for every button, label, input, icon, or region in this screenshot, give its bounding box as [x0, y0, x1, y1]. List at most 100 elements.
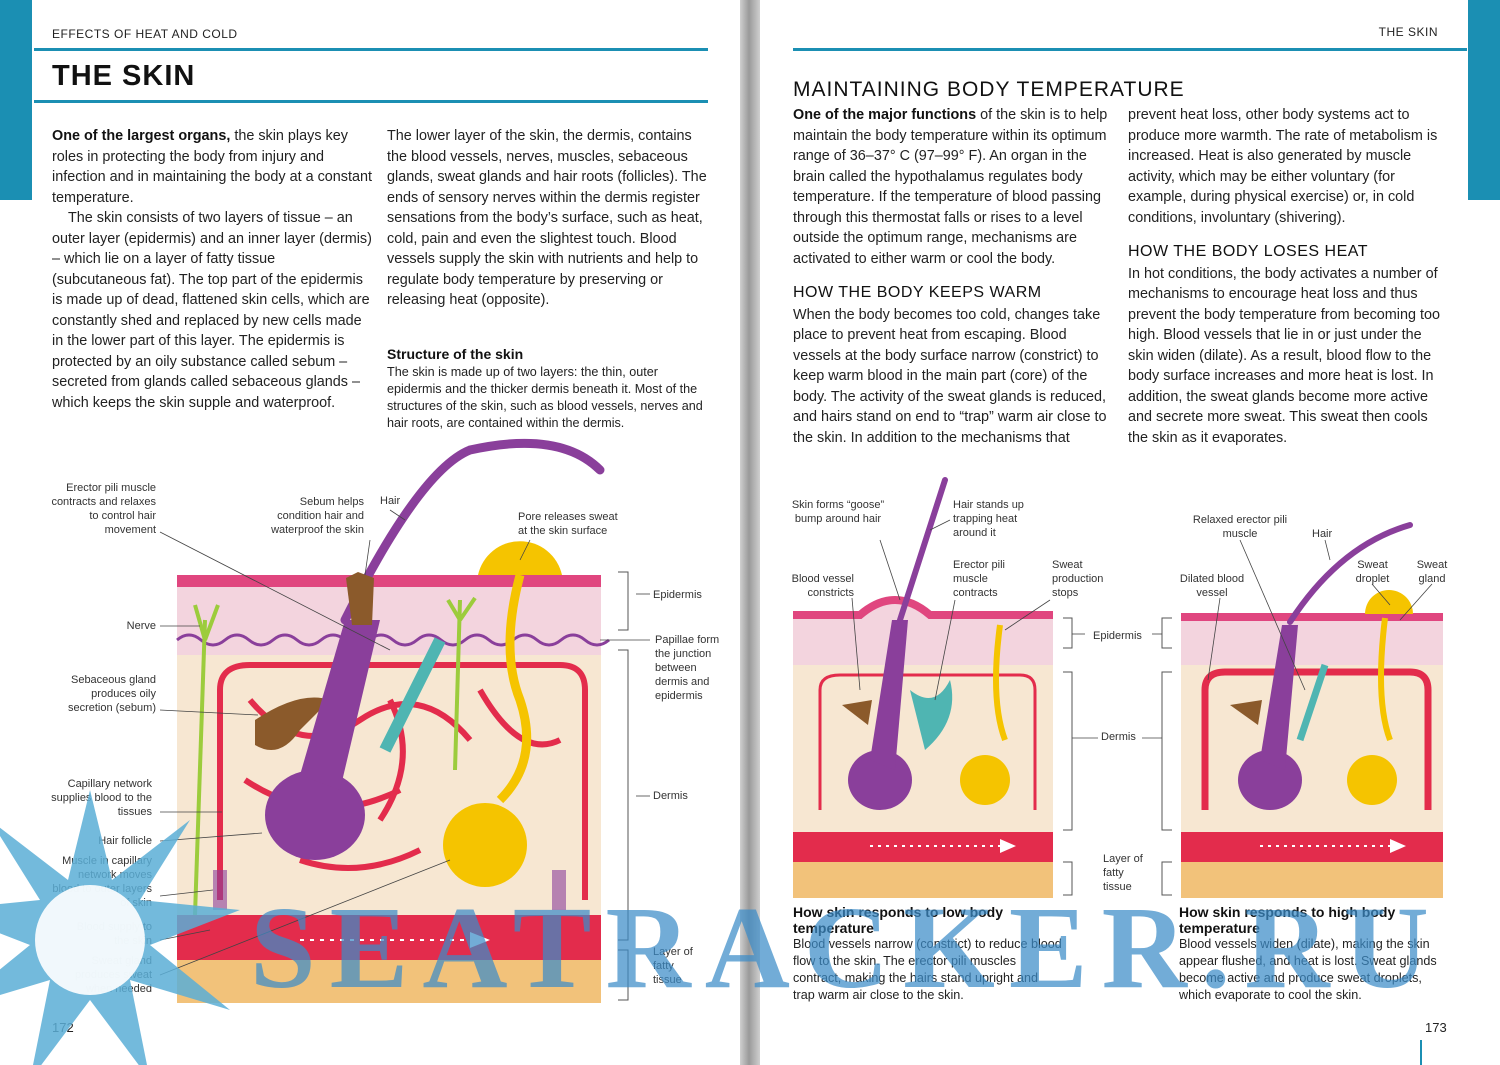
hot-sebaceous-gland	[1230, 700, 1262, 725]
hair-shaft-root	[300, 620, 380, 790]
right-intro-text: of the skin is to help maintain the body…	[793, 107, 1108, 267]
hot-caption-title: How skin responds to high body temperatu…	[1179, 904, 1396, 936]
hot-hair-follicle	[1238, 750, 1302, 810]
chapter-tab-left	[0, 0, 32, 200]
hot-fat-layer	[1181, 860, 1443, 898]
hot-sweat-duct	[1378, 617, 1393, 742]
left-page: EFFECTS OF HEAT AND COLD THE SKIN One of…	[0, 0, 740, 1065]
dermis-column: The lower layer of the skin, the dermis,…	[387, 126, 707, 432]
temperature-diagrams	[793, 477, 1443, 898]
label-blood-supply: Blood supply to the skin	[76, 921, 152, 947]
skin-surface	[177, 575, 601, 587]
label-fatty-tissue: Layer of fatty tissue	[653, 946, 693, 986]
hair	[340, 438, 605, 625]
page-title: THE SKIN	[52, 60, 196, 92]
capillary-muscle-right	[552, 870, 566, 910]
skin-structure-diagram	[159, 438, 650, 1003]
sweat-pore-droplet	[478, 541, 562, 575]
cold-upright-hair	[897, 477, 948, 623]
label-hair-right: Hair	[1312, 528, 1333, 540]
epidermis-layer	[177, 585, 601, 655]
label-papillae: Papillae form the junction between dermi…	[655, 634, 720, 702]
structure-caption: Structure of the skin The skin is made u…	[387, 344, 707, 433]
label-epidermis: Epidermis	[653, 589, 702, 601]
loses-heat-text: In hot conditions, the body activates a …	[1128, 265, 1440, 446]
label-sweat-gland-right: Sweat gland	[1416, 559, 1448, 585]
label-dermis-right: Dermis	[1101, 731, 1136, 743]
running-head-right: THE SKIN	[1378, 25, 1438, 39]
title-rule-left	[34, 100, 708, 103]
cold-sebaceous-gland	[842, 700, 872, 725]
hot-dilated-vessels	[1201, 668, 1432, 810]
label-erector-contracts: Erector pili muscle contracts	[953, 559, 1005, 599]
cold-hair-root	[870, 620, 908, 770]
cold-contracted-muscle	[910, 680, 953, 750]
label-sebum: Sebum helps condition hair and waterproo…	[271, 496, 364, 536]
label-dermis: Dermis	[653, 790, 688, 802]
label-dilated-vessel: Dilated blood vessel	[1179, 573, 1245, 599]
fat-layer	[177, 958, 601, 1003]
hot-hair-root	[1260, 625, 1298, 770]
sweat-gland-coil	[443, 803, 527, 887]
right-page: THE SKIN MAINTAINING BODY TEMPERATURE On…	[760, 0, 1500, 1065]
page-number-rule	[1420, 1040, 1422, 1065]
hot-sweat-droplet	[1365, 590, 1413, 614]
cold-fat-layer	[793, 860, 1053, 898]
intro-text: the skin plays key roles in protecting t…	[52, 128, 373, 206]
label-sebaceous-gland: Sebaceous gland produces oily secretion …	[67, 674, 156, 714]
label-nerve: Nerve	[126, 620, 156, 632]
running-head-left: EFFECTS OF HEAT AND COLD	[52, 27, 238, 41]
structure-caption-title: Structure of the skin	[387, 345, 524, 362]
keeps-warm-text: When the body becomes too cold, changes …	[793, 306, 1107, 446]
erector-pili-muscle	[379, 637, 446, 753]
cold-flow-arrow	[1000, 839, 1016, 853]
dermis-text: The lower layer of the skin, the dermis,…	[387, 128, 707, 308]
chapter-tab-right	[1468, 0, 1500, 200]
top-rule-right	[793, 48, 1467, 51]
intro-column: One of the largest organs, the skin play…	[52, 126, 372, 413]
intro-bold: One of the largest organs,	[52, 128, 231, 144]
cold-caption-body: Blood vessels narrow (constrict) to redu…	[793, 937, 1062, 1002]
capillary-muscle	[213, 870, 227, 910]
right-column-1: One of the major functions of the skin i…	[793, 105, 1115, 448]
cold-hair-follicle	[848, 750, 912, 810]
right-intro-bold: One of the major functions	[793, 107, 977, 123]
hot-surface	[1181, 613, 1443, 621]
label-vessel-constricts: Blood vessel constricts	[791, 573, 854, 599]
cold-skin-diagram	[793, 477, 1053, 898]
right-leader-lines	[851, 519, 1433, 739]
hot-caption: How skin responds to high body temperatu…	[1179, 904, 1454, 1004]
goose-bump-surface	[793, 596, 1053, 619]
blood-supply-band	[177, 915, 601, 960]
cold-constricted-vessels	[818, 673, 1037, 810]
label-fatty-tissue-right: Layer of fatty tissue	[1103, 853, 1143, 893]
heat-production-text: prevent heat loss, other body systems ac…	[1128, 107, 1438, 226]
cold-caption: How skin responds to low body temperatur…	[793, 904, 1063, 1004]
label-goose-bump: Skin forms “goose” bump around hair	[791, 499, 885, 525]
label-sweat-droplet: Sweat droplet	[1355, 559, 1390, 585]
book-gutter	[740, 0, 760, 1065]
top-rule-left	[34, 48, 708, 51]
papillae-junction	[176, 633, 610, 647]
label-hair: Hair	[380, 495, 401, 507]
cold-sweat-gland	[960, 755, 1010, 805]
label-hair-stands-up: Hair stands up trapping heat around it	[953, 499, 1024, 539]
hot-skin-diagram	[1181, 522, 1443, 898]
section-title: MAINTAINING BODY TEMPERATURE	[793, 78, 1185, 101]
layer-brackets	[618, 571, 629, 1001]
label-epidermis-right: Epidermis	[1093, 630, 1142, 642]
hot-dermis	[1181, 660, 1443, 832]
flow-arrow-head	[470, 932, 490, 948]
page-number-right: 173	[1425, 1020, 1447, 1035]
sebaceous-gland	[255, 697, 330, 750]
hair-follicle	[265, 770, 365, 860]
label-pore: Pore releases sweat at the skin surface	[518, 511, 618, 537]
dermis-layer	[177, 650, 601, 915]
skin-layers-text: The skin consists of two layers of tissu…	[52, 210, 372, 411]
hot-epidermis	[1181, 615, 1443, 665]
label-erector-pili: Erector pili muscle contracts and relaxe…	[51, 482, 156, 536]
hot-relaxed-muscle	[1296, 663, 1329, 742]
page-number-left: 172	[52, 1020, 74, 1035]
right-layer-brackets	[1063, 617, 1172, 896]
keeps-warm-heading: HOW THE BODY KEEPS WARM	[793, 284, 1042, 301]
